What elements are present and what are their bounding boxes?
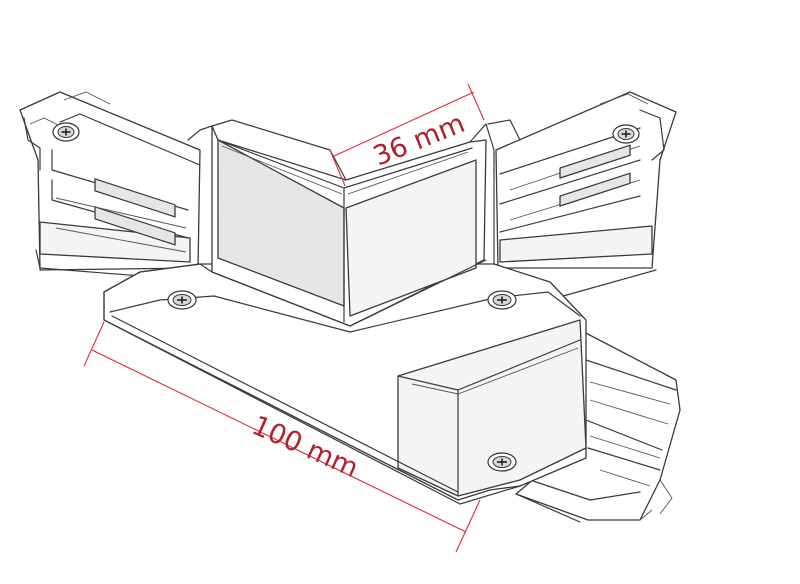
central-block: [103, 119, 587, 505]
screw-icon: [167, 290, 197, 310]
left-track-arm: [19, 91, 201, 281]
screw-icon: [487, 452, 517, 472]
right-track-arm: [495, 91, 677, 299]
screw-icon: [52, 122, 80, 142]
screw-icon: [612, 124, 640, 144]
screw-icon: [487, 290, 517, 310]
